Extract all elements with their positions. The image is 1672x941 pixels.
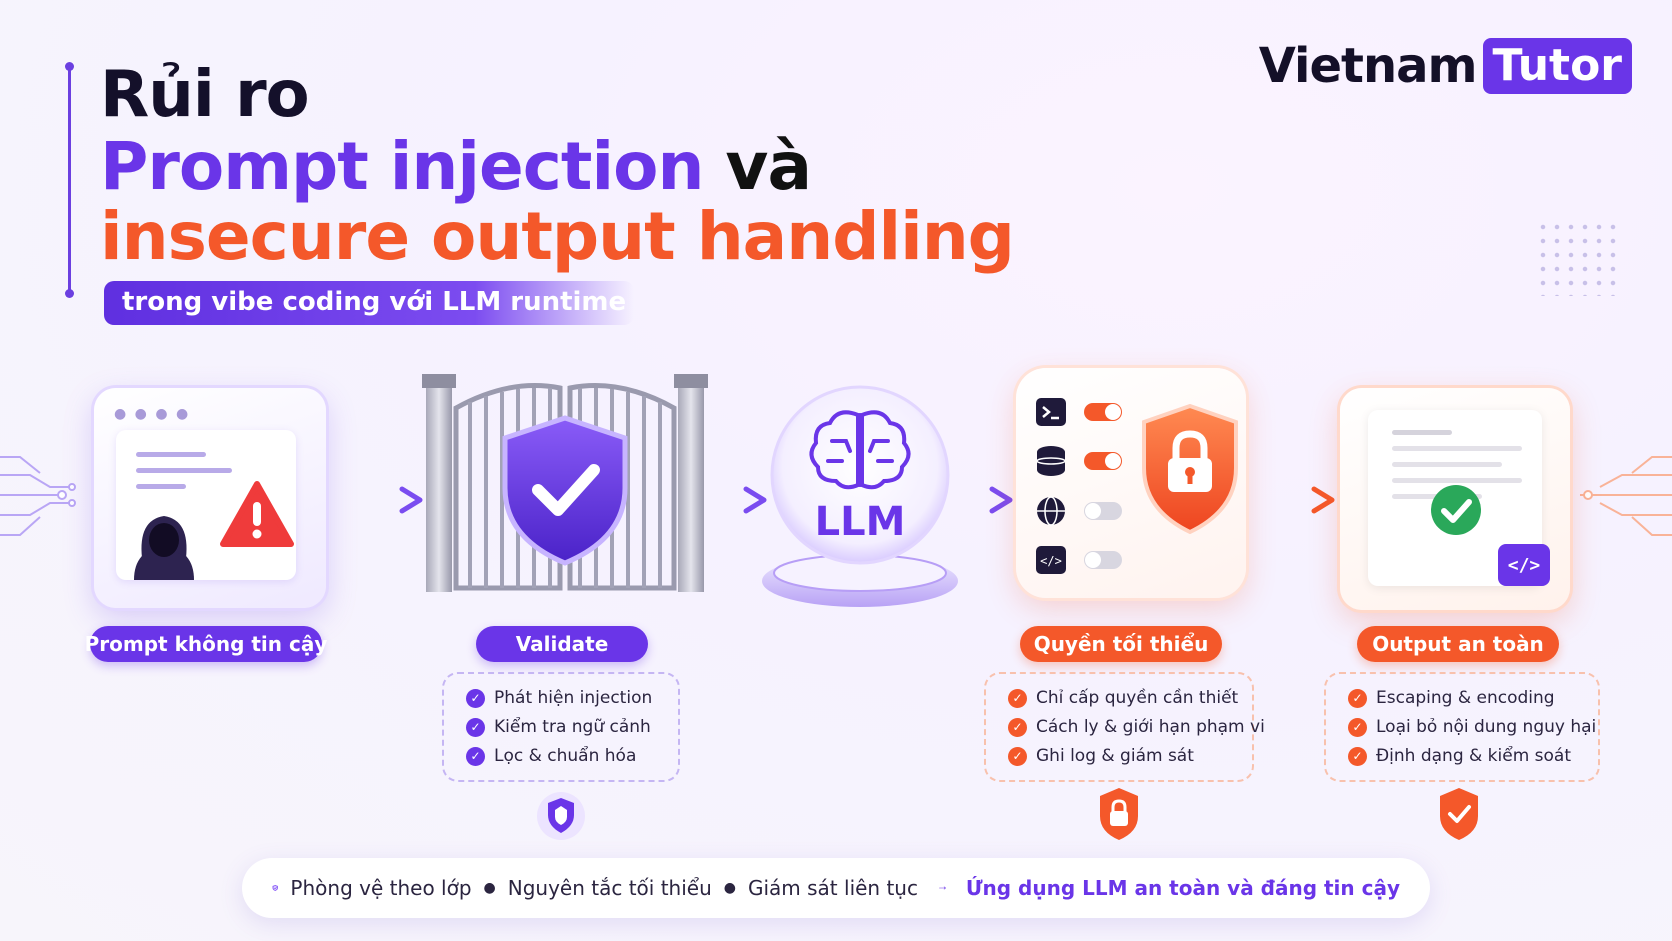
safe-output-badge-shield-icon	[1440, 788, 1478, 840]
svg-text:</>: </>	[1040, 554, 1062, 568]
lock-shield-icon	[1142, 404, 1238, 534]
check-icon: ✓	[1348, 688, 1367, 708]
llm-label: LLM	[815, 499, 906, 545]
title-prompt-injection: Prompt injection	[100, 128, 704, 205]
check-item: ✓Phát hiện injection	[466, 688, 656, 708]
summary-item-least-principle: Nguyên tắc tối thiểu	[507, 876, 712, 900]
label-untrusted-prompt: Prompt không tin cậy	[85, 626, 327, 662]
brand-logo-tutor: Tutor	[1482, 38, 1632, 94]
title-accent-bar	[65, 62, 74, 298]
label-least-privilege: Quyền tối thiểu	[1020, 626, 1222, 662]
toggle-on	[1084, 403, 1122, 421]
check-icon: ✓	[1348, 717, 1367, 737]
permission-toggles: </>	[1036, 398, 1122, 574]
separator-dot: ●	[723, 880, 736, 896]
title-and: và	[703, 128, 812, 205]
check-item: ✓Chỉ cấp quyền cần thiết	[1008, 688, 1238, 708]
separator-dot: ●	[483, 880, 496, 896]
check-icon: ✓	[1008, 688, 1027, 708]
label-validate: Validate	[476, 626, 648, 662]
arrow-right-icon	[939, 886, 946, 890]
brand-logo: Vietnam Tutor	[1259, 38, 1632, 94]
terminal-icon	[1036, 398, 1066, 426]
llm-brain-icon: LLM	[762, 385, 958, 607]
success-check-icon	[1431, 485, 1481, 535]
check-icon: ✓	[1008, 717, 1027, 737]
check-icon: ✓	[466, 688, 485, 708]
prompt-window	[116, 430, 296, 580]
globe-icon	[1037, 496, 1065, 526]
check-icon: ✓	[1008, 746, 1027, 766]
brand-logo-vietnam: Vietnam	[1258, 38, 1478, 94]
arrow-4	[1250, 486, 1335, 514]
title-line-1: Rủi ro	[100, 58, 310, 132]
subtitle-banner: trong vibe coding với LLM runtime	[104, 281, 634, 325]
decorative-dot-grid	[1536, 220, 1624, 296]
label-safe-output: Output an toàn	[1357, 626, 1559, 662]
least-privilege-checklist: ✓Chỉ cấp quyền cần thiết ✓Cách ly & giới…	[984, 672, 1265, 782]
validate-badge-shield-icon	[537, 792, 585, 840]
database-icon	[1036, 446, 1066, 476]
check-icon: ✓	[466, 746, 485, 766]
check-item: ✓Lọc & chuẩn hóa	[466, 746, 656, 766]
toggle-off	[1084, 502, 1122, 520]
stage-least-privilege-card: </>	[1016, 368, 1246, 598]
toggle-on	[1084, 452, 1122, 470]
check-item: ✓Kiểm tra ngữ cảnh	[466, 717, 656, 737]
window-dots: ● ● ● ●	[114, 406, 191, 422]
code-icon: </>	[1036, 546, 1066, 574]
check-icon: ✓	[466, 717, 485, 737]
warning-icon	[220, 481, 294, 547]
toggle-off	[1084, 551, 1122, 569]
check-item: ✓Escaping & encoding	[1348, 688, 1576, 708]
title-line-3: insecure output handling	[100, 198, 1015, 275]
check-item: ✓Định dạng & kiểm soát	[1348, 746, 1576, 766]
safe-output-checklist: ✓Escaping & encoding ✓Loại bỏ nội dung n…	[1324, 672, 1600, 782]
arrow-1	[326, 486, 423, 514]
left-circuit-lines	[0, 456, 70, 536]
summary-bar: Phòng vệ theo lớp ● Nguyên tắc tối thiểu…	[242, 858, 1430, 918]
summary-result: Ứng dụng LLM an toàn và đáng tin cậy	[965, 876, 1400, 900]
check-item: ✓Ghi log & giám sát	[1008, 746, 1230, 766]
arrow-3	[956, 486, 1013, 514]
validate-checklist: ✓Phát hiện injection ✓Kiểm tra ngữ cảnh …	[442, 672, 680, 782]
stage-safe-output-card: </>	[1340, 388, 1570, 610]
stage-untrusted-prompt-card: ● ● ● ●	[94, 388, 326, 608]
check-item: ✓Cách ly & giới hạn phạm vi	[1008, 717, 1265, 737]
least-privilege-badge-lock-icon	[1100, 788, 1138, 840]
flow-connectors	[0, 456, 1672, 536]
gate-shield-check-icon	[422, 374, 708, 592]
title-line-2: Prompt injection và	[100, 128, 812, 205]
hooded-hacker-icon	[134, 516, 194, 580]
summary-item-continuous-monitoring: Giám sát liên tục	[747, 876, 918, 900]
right-circuit-lines	[1580, 456, 1672, 536]
code-icon: </>	[1498, 544, 1550, 586]
summary-item-layered-defense: Phòng vệ theo lớp	[290, 876, 472, 900]
arrow-2	[706, 486, 767, 514]
check-item: ✓Loại bỏ nội dung nguy hại	[1348, 717, 1596, 737]
layered-shield-icon	[272, 884, 278, 892]
check-icon: ✓	[1348, 746, 1367, 766]
